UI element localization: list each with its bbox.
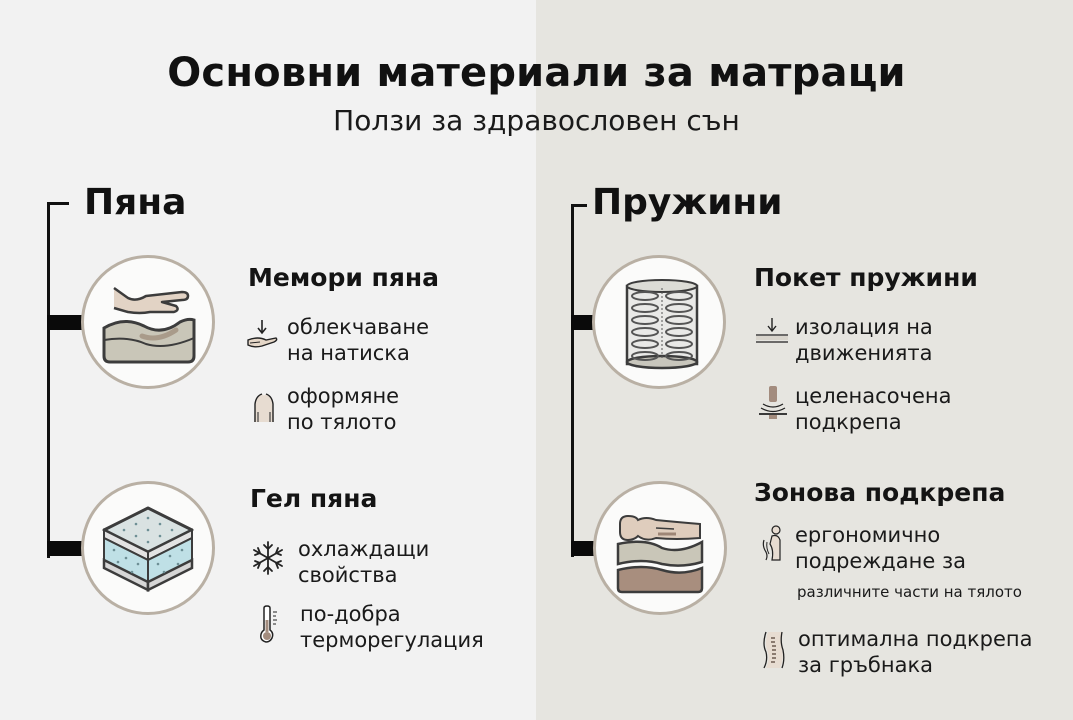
item-title-pocket-springs: Покет пружини bbox=[754, 263, 978, 292]
benefit-cooling: охлаждащи свойства bbox=[298, 537, 430, 587]
item-title-memory-foam: Мемори пяна bbox=[248, 263, 440, 292]
thermometer-icon bbox=[252, 604, 288, 644]
left-panel-background bbox=[0, 0, 536, 720]
section-title-foam: Пяна bbox=[84, 182, 187, 223]
connector-gel-foam bbox=[47, 541, 83, 556]
benefit-body-contouring: оформяне по тялото bbox=[287, 384, 400, 434]
benefit-pressure-relief: облекчаване на натиска bbox=[287, 315, 429, 365]
benefit-ergonomic-alignment-detail: различните части на тялото bbox=[797, 583, 1022, 601]
snowflake-icon bbox=[250, 538, 286, 578]
item-title-gel-foam: Гел пяна bbox=[250, 484, 378, 513]
spine-icon bbox=[756, 630, 792, 670]
body-contour-torso-icon bbox=[246, 386, 282, 426]
targeted-support-icon bbox=[755, 384, 791, 424]
memory-foam-hand-icon bbox=[81, 255, 215, 389]
bracket-top-tick bbox=[571, 204, 587, 207]
connector-pocket-springs bbox=[571, 315, 595, 330]
bracket-vertical-line bbox=[571, 204, 574, 557]
connector-zoned-support bbox=[571, 541, 595, 556]
ergonomic-body-icon bbox=[756, 524, 792, 564]
benefit-targeted-support: целенасочена подкрепа bbox=[795, 384, 952, 434]
connector-memory-foam bbox=[47, 315, 83, 330]
zoned-support-body-icon bbox=[593, 481, 727, 615]
page-subtitle: Ползи за здравословен сън bbox=[333, 104, 740, 137]
section-title-springs: Пружини bbox=[592, 182, 783, 223]
bracket-top-tick bbox=[47, 202, 69, 205]
motion-isolation-icon bbox=[754, 316, 790, 356]
pressure-relief-hand-icon bbox=[244, 318, 280, 358]
gel-foam-block-icon bbox=[81, 481, 215, 615]
benefit-motion-isolation: изолация на движенията bbox=[795, 315, 933, 365]
benefit-thermoregulation: по-добра терморегулация bbox=[300, 602, 484, 652]
page-title: Основни материали за матраци bbox=[167, 50, 906, 96]
bracket-vertical-line bbox=[47, 202, 50, 558]
pocket-springs-icon bbox=[592, 255, 726, 389]
item-title-zoned-support: Зонова подкрепа bbox=[754, 478, 1006, 507]
benefit-spine-support: оптимална подкрепа за гръбнака bbox=[798, 627, 1033, 677]
benefit-ergonomic-alignment: ергономично подреждане за bbox=[795, 523, 967, 573]
